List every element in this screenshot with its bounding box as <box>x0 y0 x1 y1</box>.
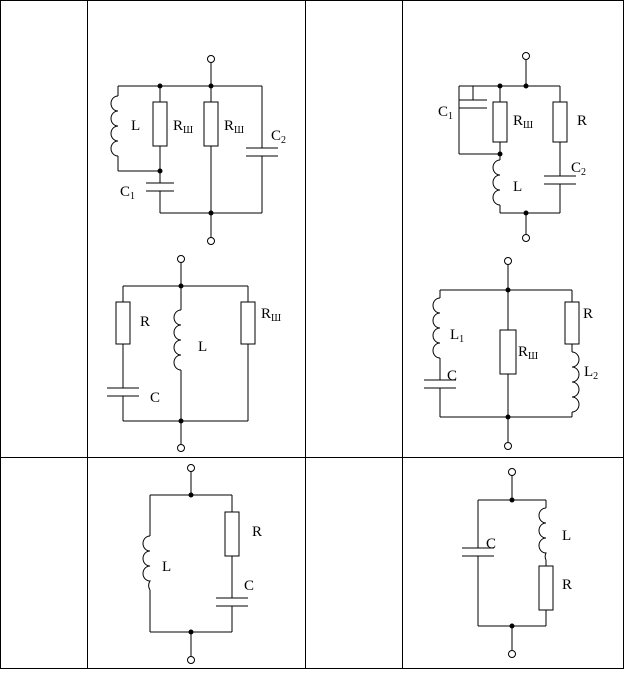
label-c: C <box>244 578 254 594</box>
label-l2: L <box>584 364 593 380</box>
inductor-l <box>110 95 119 157</box>
label-l: L <box>131 118 140 134</box>
resistor-r <box>552 101 568 143</box>
terminal-bottom <box>177 444 185 452</box>
terminal-bottom <box>508 650 516 658</box>
terminal-top <box>177 255 185 263</box>
terminal-bottom <box>187 656 195 664</box>
terminal-top <box>522 52 530 60</box>
svg-text:RШ: RШ <box>518 344 538 362</box>
terminal-top <box>508 468 516 476</box>
inductor-l1 <box>432 297 441 359</box>
label-c1: C <box>438 104 448 120</box>
svg-text:RШ: RШ <box>173 118 193 136</box>
label-rsh: R <box>513 113 523 129</box>
inductor-l <box>492 159 501 206</box>
label-c1: C <box>120 184 130 200</box>
circuit-1: L RШ RШ C2 C1 <box>110 55 286 245</box>
resistor-r <box>224 511 240 557</box>
resistor-r <box>564 301 580 345</box>
terminal-bottom <box>207 237 215 245</box>
label-c: C <box>486 536 496 552</box>
resistor-r <box>115 301 131 345</box>
circuit-3: R L RШ C <box>107 255 281 452</box>
label-l: L <box>198 339 207 355</box>
circuit-2: C1 RШ R C2 L <box>438 52 587 242</box>
inductor-l <box>142 535 151 591</box>
circuit-6: C L R <box>462 468 572 658</box>
label-rsh: R <box>518 344 528 360</box>
terminal-top <box>187 464 195 472</box>
terminal-top <box>504 257 512 265</box>
svg-text:RШ: RШ <box>224 118 244 136</box>
label-l1: L <box>450 327 459 343</box>
label-l: L <box>162 559 171 575</box>
svg-text:C1: C1 <box>120 184 135 202</box>
inductor-l <box>538 507 547 561</box>
inductor-l <box>173 309 182 371</box>
svg-text:L2: L2 <box>584 364 598 382</box>
resistor-rsh <box>492 101 508 143</box>
label-r: R <box>583 306 593 322</box>
resistor-r <box>538 565 554 611</box>
label-rsh1: R <box>173 118 183 134</box>
resistor-rsh <box>240 301 256 345</box>
label-c: C <box>447 368 457 384</box>
label-r: R <box>562 577 572 593</box>
resistor-rsh2 <box>203 101 219 147</box>
svg-text:RШ: RШ <box>261 306 281 324</box>
label-c2: C <box>271 128 281 144</box>
label-c: C <box>150 390 160 406</box>
svg-text:RШ: RШ <box>513 113 533 131</box>
terminal-top <box>207 55 215 63</box>
label-r: R <box>140 314 150 330</box>
circuit-4: L1 RШ R C L2 <box>424 257 598 450</box>
label-r: R <box>252 524 262 540</box>
svg-text:C2: C2 <box>571 160 586 178</box>
svg-text:C2: C2 <box>271 128 286 146</box>
label-l: L <box>513 179 522 195</box>
terminal-bottom <box>522 234 530 242</box>
resistor-rsh <box>499 329 517 375</box>
label-c2: C <box>571 160 581 176</box>
svg-text:C1: C1 <box>438 104 453 122</box>
svg-text:L1: L1 <box>450 327 464 345</box>
label-rsh2: R <box>224 118 234 134</box>
circuit-5: L R C <box>142 464 262 664</box>
terminal-bottom <box>504 442 512 450</box>
inductor-l2 <box>571 351 580 413</box>
label-l: L <box>562 528 571 544</box>
resistor-rsh1 <box>152 101 168 147</box>
label-rsh: R <box>261 306 271 322</box>
label-r: R <box>577 113 587 129</box>
